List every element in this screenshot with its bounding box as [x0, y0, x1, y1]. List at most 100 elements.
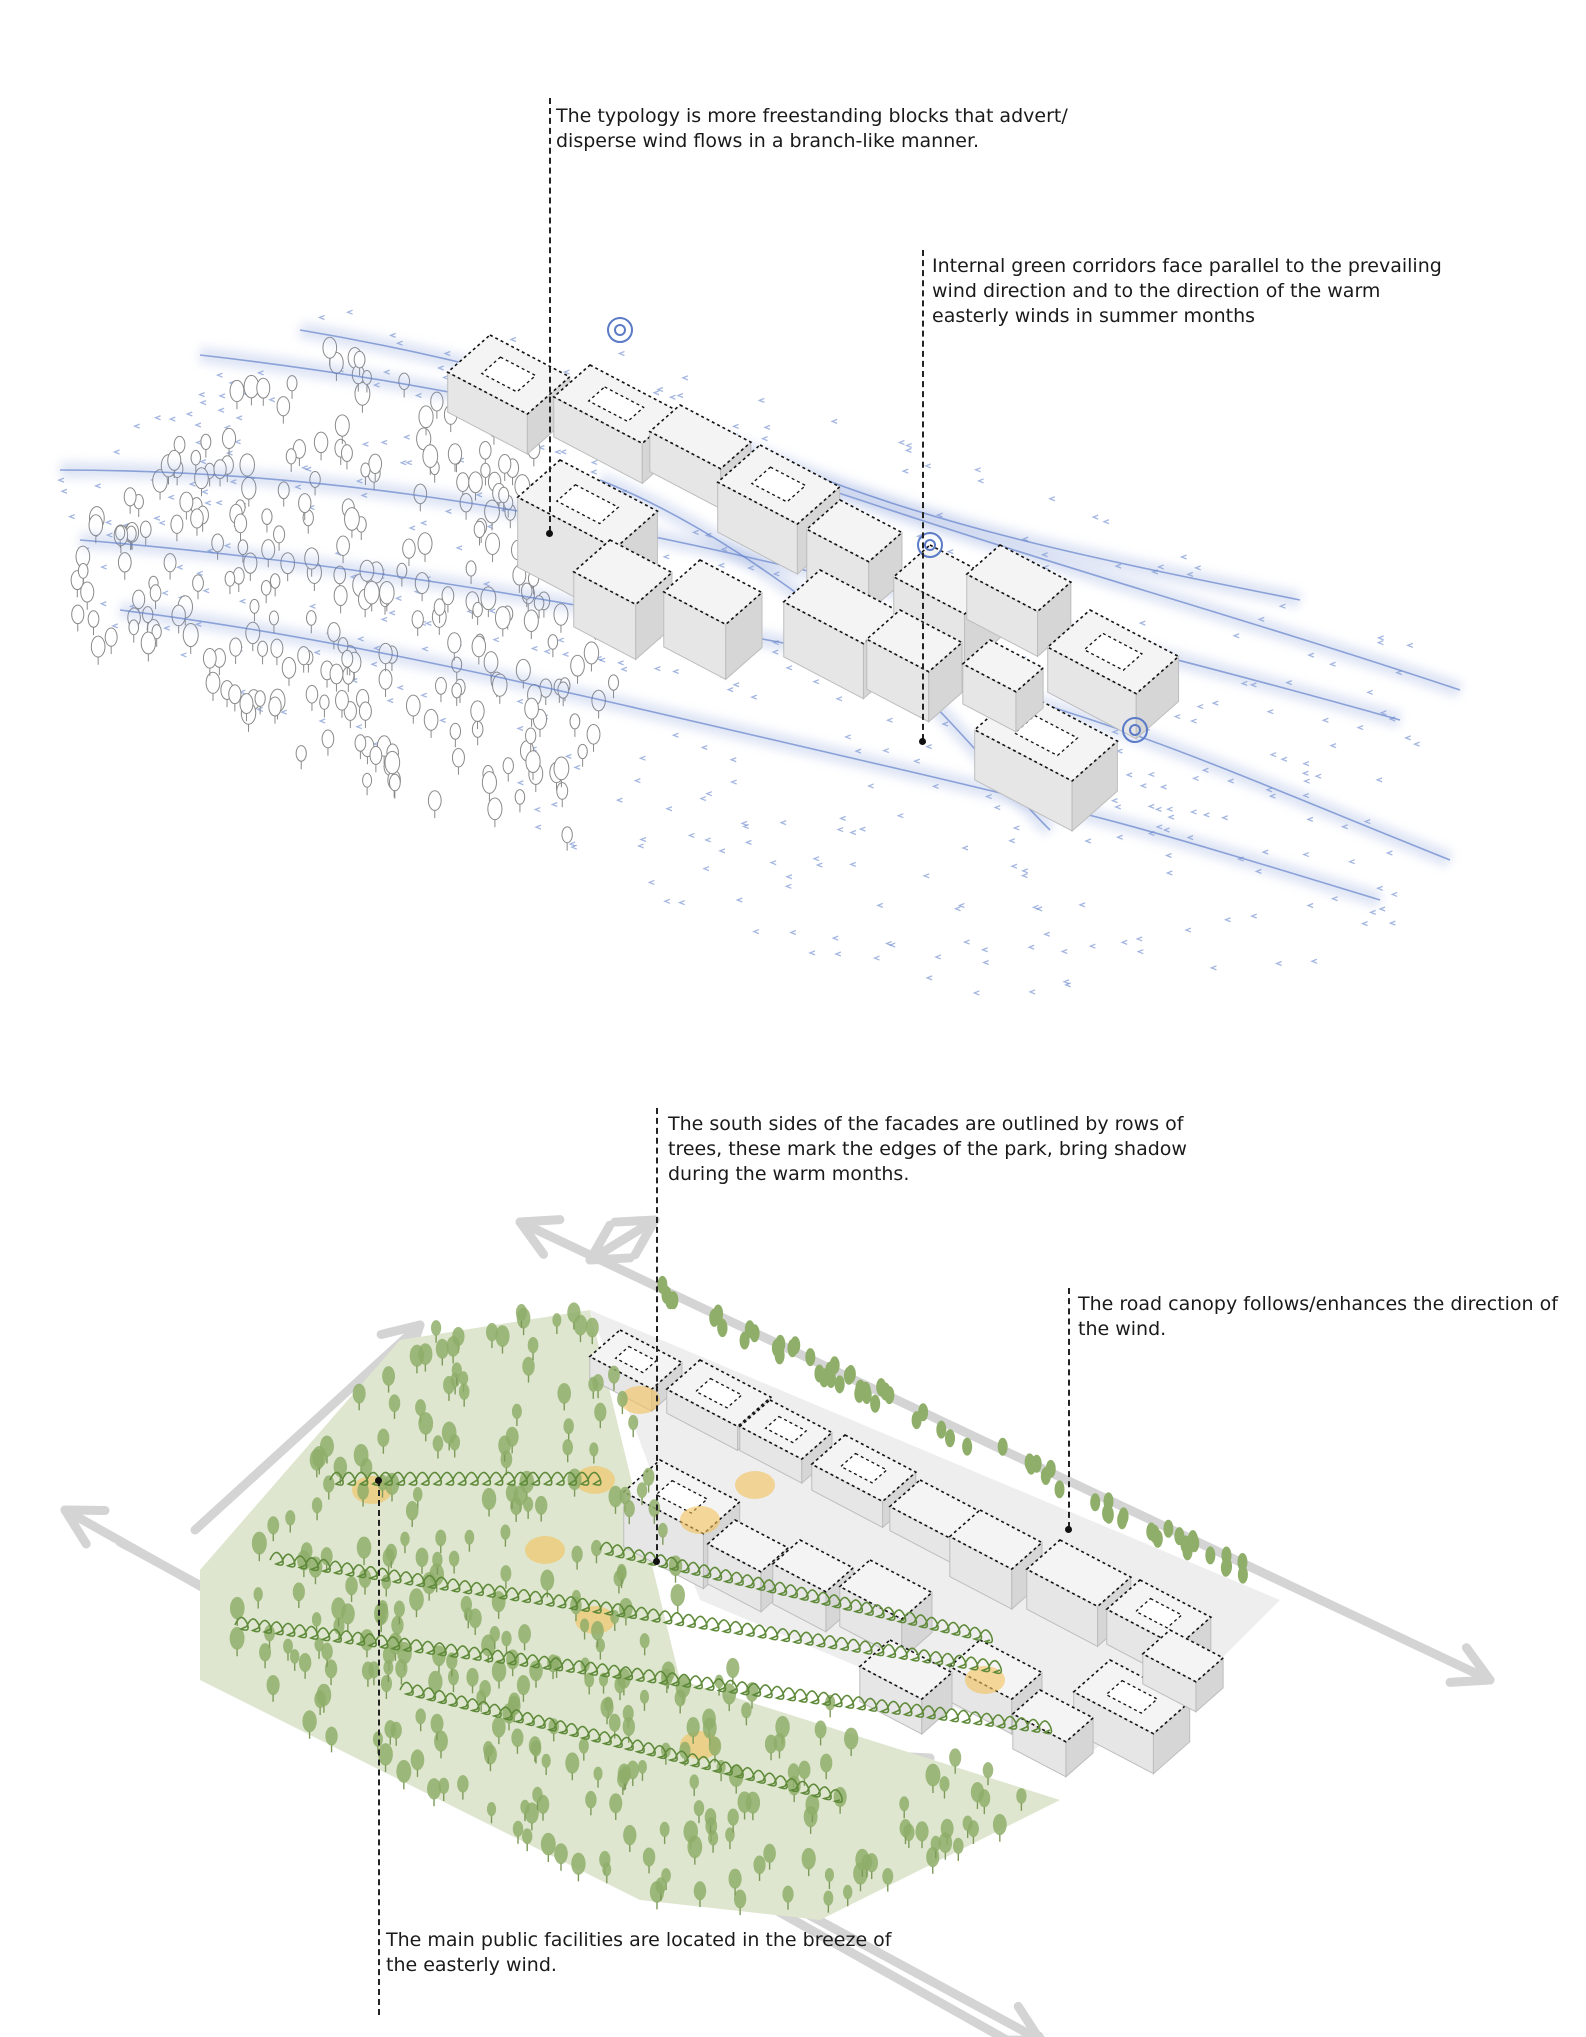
wind-arrow	[787, 875, 792, 879]
tree-crown	[500, 1565, 511, 1582]
tree-crown	[459, 1383, 470, 1399]
wind-arrow	[1303, 771, 1308, 775]
wind-arrow	[70, 515, 75, 519]
tree-crown	[823, 1891, 833, 1906]
wind-arrow	[878, 903, 883, 907]
wind-arrow	[1368, 690, 1373, 694]
outline-tree	[474, 521, 485, 545]
wind-arrow	[678, 393, 683, 397]
tree-crown	[434, 1730, 448, 1751]
wind-arrow	[565, 370, 570, 374]
outline-tree	[257, 378, 270, 406]
tree-crown	[528, 1337, 539, 1353]
outline-tree	[234, 514, 246, 541]
outline-tree	[370, 746, 382, 772]
wind-arrow	[635, 779, 640, 783]
outline-tree	[448, 633, 461, 661]
south-facades-annotation: The south sides of the facades are outli…	[668, 1112, 1188, 1187]
tree-crown	[540, 1570, 554, 1591]
wind-arrow	[511, 338, 516, 342]
wind-arrow	[983, 948, 988, 952]
wind-arrow	[963, 846, 968, 850]
outline-tree	[203, 649, 216, 676]
tree-crown	[602, 1862, 611, 1876]
tree-crown	[541, 1833, 556, 1856]
wind-arrow	[927, 745, 932, 749]
tree-crown	[314, 432, 327, 453]
tree-crown	[915, 1821, 928, 1841]
tree-crown	[643, 1468, 655, 1486]
tree-crown	[983, 1762, 994, 1778]
street-tree	[936, 1421, 946, 1439]
street-tree	[1103, 1492, 1113, 1510]
tree-crown	[363, 773, 372, 787]
tree-crown	[567, 1302, 580, 1322]
wind-arrow	[391, 333, 396, 337]
wind-arrow	[887, 942, 892, 946]
tree-crown	[345, 1576, 358, 1595]
outline-tree	[270, 574, 279, 597]
wind-arrow	[382, 440, 387, 444]
facility-hotspot	[525, 1536, 565, 1564]
green-tree	[882, 1868, 893, 1892]
tree-crown	[870, 1395, 880, 1413]
tree-crown	[490, 1626, 500, 1642]
wind-arrow	[282, 710, 287, 714]
outline-tree	[255, 691, 265, 715]
outline-tree	[524, 610, 538, 639]
wind-arrow	[204, 589, 209, 593]
outline-tree	[164, 554, 176, 580]
wind-arrow	[752, 695, 757, 699]
outline-tree	[584, 642, 598, 672]
tree-crown	[312, 1612, 322, 1627]
tree-crown	[501, 1631, 511, 1647]
tree-crown	[427, 1778, 441, 1799]
tree-crown	[180, 492, 193, 512]
tree-crown	[269, 697, 281, 716]
tree-crown	[336, 690, 349, 710]
tree-crown	[469, 472, 483, 493]
tree-crown	[570, 714, 580, 729]
tree-crown	[773, 1733, 785, 1751]
tree-crown	[452, 683, 462, 698]
wind-arrow	[96, 484, 101, 488]
facility-hotspot	[735, 1471, 775, 1499]
tree-crown	[884, 1386, 894, 1404]
tree-crown	[949, 1748, 961, 1767]
tree-crown	[424, 709, 438, 730]
tree-crown	[150, 585, 161, 601]
building-block	[664, 560, 762, 679]
wind-arrow	[759, 398, 764, 402]
outline-tree	[355, 382, 370, 412]
tree-crown	[660, 1822, 670, 1837]
tree-crown	[718, 1319, 728, 1337]
wind-arrow	[592, 470, 597, 474]
wind-arrow	[1309, 653, 1314, 657]
wind-arrow	[315, 650, 320, 654]
street-tree	[884, 1386, 894, 1404]
tree-crown	[594, 1403, 606, 1422]
green-tree	[554, 1843, 568, 1871]
wind-arrow	[976, 468, 981, 472]
street-tree	[1055, 1480, 1065, 1498]
wind-arrow	[1333, 897, 1338, 901]
outline-tree	[322, 730, 334, 756]
wind-arrow	[426, 621, 431, 625]
wind-arrow	[683, 376, 688, 380]
wind-arrow	[1010, 839, 1015, 843]
tree-crown	[312, 1497, 322, 1513]
tree-crown	[805, 1348, 815, 1366]
outline-tree	[296, 746, 306, 770]
tree-crown	[466, 1668, 478, 1687]
wind-arrow	[956, 907, 961, 911]
tree-crown	[449, 1551, 459, 1567]
street-tree	[814, 1364, 824, 1382]
wind-arrow	[196, 423, 201, 427]
wind-arrow	[734, 683, 739, 687]
tree-crown	[469, 1608, 482, 1628]
tree-crown	[465, 1530, 475, 1545]
tree-crown	[506, 1483, 518, 1502]
tree-crown	[628, 1415, 638, 1430]
wind-arrow	[1192, 719, 1197, 723]
outline-tree	[359, 702, 371, 728]
